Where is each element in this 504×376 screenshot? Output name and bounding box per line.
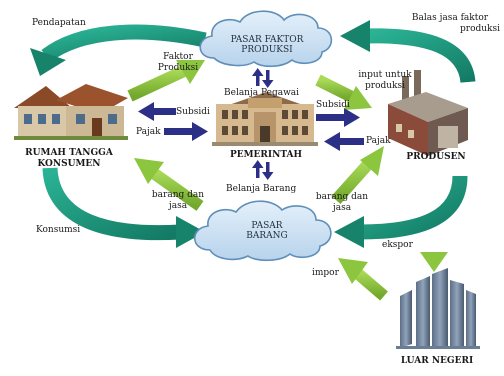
belanja-pegawai-arrows xyxy=(252,68,274,88)
input-produksi-line1: input untuk xyxy=(358,70,412,80)
barang-jasa-right-label: barang dan jasa xyxy=(312,192,372,214)
belanja-barang-arrows xyxy=(252,160,274,180)
faktor-produksi-arrow xyxy=(127,60,205,102)
pasar-faktor-produksi-label: PASAR FAKTOR PRODUKSI xyxy=(222,35,312,55)
pendapatan-arrow xyxy=(30,24,207,76)
balas-jasa-line1: Balas jasa faktor xyxy=(411,13,489,23)
impor-arrow xyxy=(338,258,388,301)
pendapatan-label: Pendapatan xyxy=(32,18,86,28)
government-building-illustration xyxy=(212,92,318,146)
impor-label: impor xyxy=(312,268,339,278)
pasar-barang-label: PASAR BARANG xyxy=(222,221,312,241)
input-produksi-label: input untuk produksi xyxy=(350,70,420,92)
ekspor-label: ekspor xyxy=(382,240,413,250)
pasar-barang-line1: PASAR xyxy=(251,221,283,231)
produsen-label: PRODUSEN xyxy=(406,152,466,162)
balas-jasa-line2: produksi xyxy=(460,24,500,34)
barang-jasa-left-label: barang dan jasa xyxy=(148,190,208,212)
barang-jasa-left-arrow xyxy=(134,158,204,211)
pasar-barang-cloud xyxy=(193,200,332,262)
belanja-barang-label: Belanja Barang xyxy=(226,184,297,194)
konsumsi-label: Konsumsi xyxy=(36,225,81,235)
balas-jasa-label: Balas jasa faktor produksi xyxy=(400,13,500,35)
barang-jasa-left-line1: barang dan xyxy=(151,190,205,200)
belanja-pegawai-label: Belanja Pegawai xyxy=(224,88,300,98)
ekspor-arrow xyxy=(420,226,448,272)
pasar-faktor-line1: PASAR FAKTOR xyxy=(230,35,304,45)
barang-jasa-right-arrow xyxy=(331,146,384,205)
input-produksi-arrow xyxy=(315,74,372,110)
rumah-tangga-label: RUMAH TANGGA KONSUMEN xyxy=(4,148,134,170)
subsidi-left-arrow xyxy=(138,102,176,121)
barang-jasa-left-line2: jasa xyxy=(168,201,188,211)
house-illustration xyxy=(14,84,128,140)
pajak-right-label: Pajak xyxy=(366,136,391,146)
pasar-faktor-line2: PRODUKSI xyxy=(241,45,293,55)
luar-negeri-label: LUAR NEGERI xyxy=(400,356,474,366)
pajak-left-label: Pajak xyxy=(136,127,161,137)
pasar-faktor-produksi-cloud xyxy=(199,10,333,68)
subsidi-left-label: Subsidi xyxy=(176,107,210,117)
rumah-tangga-line1: RUMAH TANGGA xyxy=(25,148,113,158)
pajak-left-arrow xyxy=(164,122,208,141)
produsen-to-pasar-barang-arrow xyxy=(334,175,468,248)
factory-illustration xyxy=(388,70,468,156)
konsumsi-arrow xyxy=(42,167,205,248)
rumah-tangga-line2: KONSUMEN xyxy=(37,159,101,169)
barang-jasa-right-line1: barang dan xyxy=(315,192,369,202)
faktor-produksi-line2: Produksi xyxy=(157,63,199,73)
faktor-produksi-label: Faktor Produksi xyxy=(150,52,206,74)
pajak-right-arrow xyxy=(324,132,364,151)
balas-jasa-arrow xyxy=(340,20,476,84)
barang-jasa-right-line2: jasa xyxy=(332,203,352,213)
faktor-produksi-line1: Faktor xyxy=(163,52,193,62)
input-produksi-line2: produksi xyxy=(365,81,405,91)
pasar-barang-line2: BARANG xyxy=(246,231,288,241)
skyscrapers-illustration xyxy=(396,268,480,349)
pemerintah-label: PEMERINTAH xyxy=(229,150,303,160)
subsidi-right-arrow xyxy=(316,108,360,127)
subsidi-right-label: Subsidi xyxy=(316,100,350,110)
